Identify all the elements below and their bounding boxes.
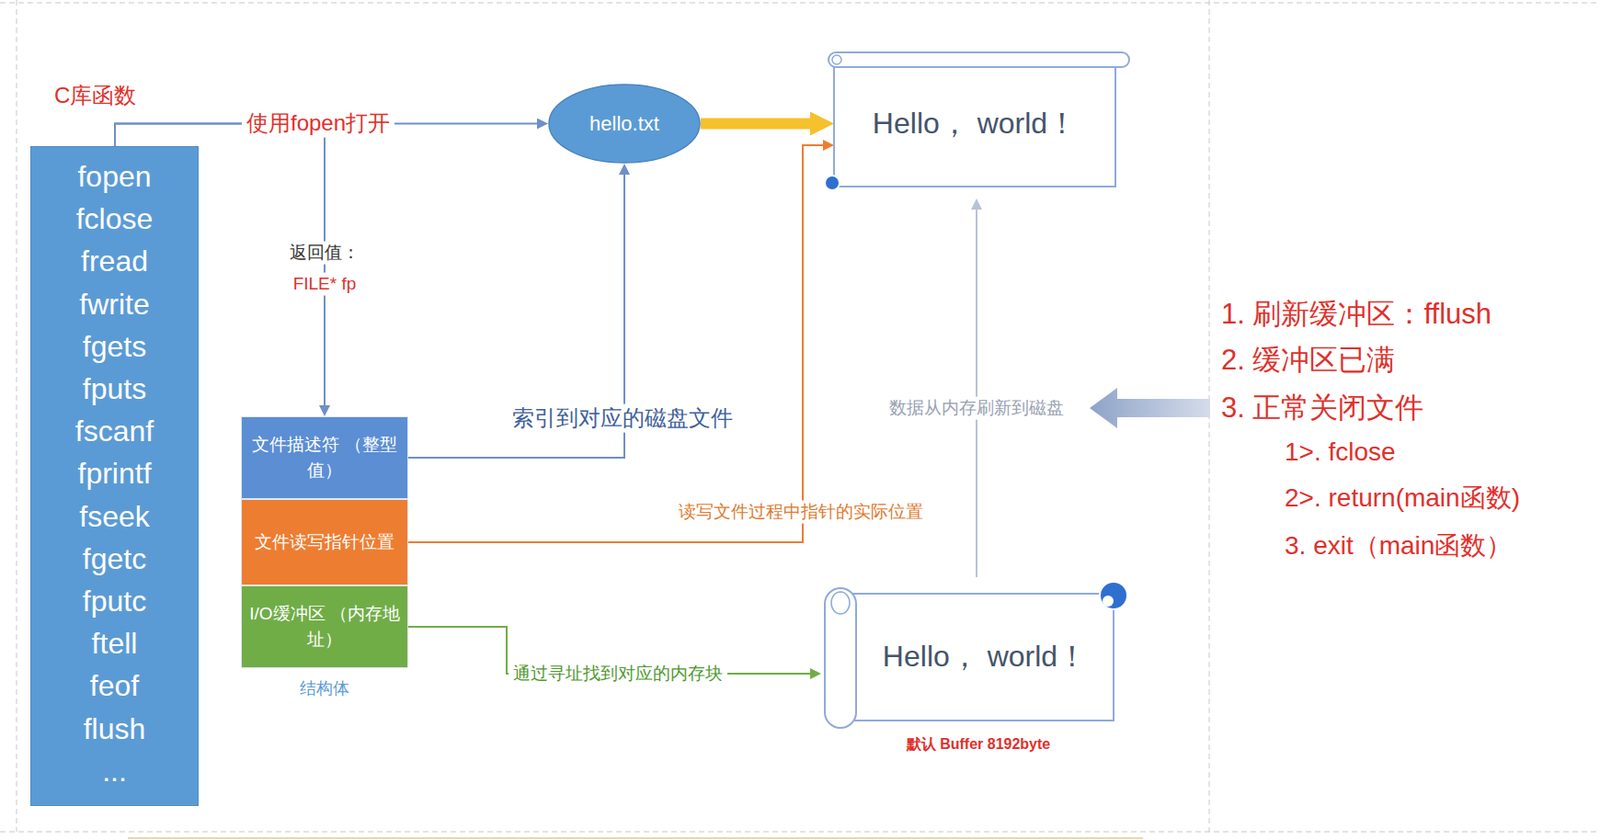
function-name: ... <box>31 754 198 789</box>
close-method: 2>. return(main函数) <box>1280 481 1524 515</box>
function-name: fseek <box>31 500 198 534</box>
connector <box>975 209 978 578</box>
field-text: 文件描述符 （整型值） <box>249 432 400 483</box>
field-text: I/O缓冲区 （内存地址） <box>249 601 400 652</box>
function-name: fwrite <box>31 287 198 321</box>
flush-condition: 1. 刷新缓冲区：fflush <box>1217 296 1496 332</box>
scroll-curl <box>1102 595 1114 607</box>
scroll-roll <box>824 588 857 729</box>
file-struct: 结构体文件描述符 （整型值）文件读写指针位置I/O缓冲区 （内存地址） <box>240 416 409 669</box>
function-name: feof <box>31 669 198 703</box>
scroll-text: Hello， world！ <box>856 595 1114 720</box>
close-method: 1>. fclose <box>1280 435 1400 469</box>
function-name: ftell <box>31 627 198 661</box>
scroll-roll <box>828 52 1130 68</box>
scroll-text: Hello， world！ <box>835 63 1114 185</box>
function-name: fgetc <box>31 542 198 576</box>
function-name: fopen <box>31 160 198 194</box>
dashed-border <box>0 2 1600 4</box>
scroll-curl <box>832 55 842 65</box>
connector <box>408 145 823 543</box>
struct-caption: 结构体 <box>240 677 409 700</box>
function-name: fscanf <box>31 414 198 448</box>
scroll-curl <box>824 175 840 191</box>
file-ellipse: hello.txt <box>548 83 701 164</box>
function-name: fprintf <box>31 457 198 491</box>
field-text: 文件读写指针位置 <box>254 529 395 556</box>
buffer-caption: 默认 Buffer 8192byte <box>821 735 1136 755</box>
close-method: 3. exit（main函数） <box>1280 529 1516 563</box>
scroll-body <box>834 61 1116 187</box>
box-heading: C库函数 <box>54 82 137 109</box>
bottom-rule <box>127 837 1143 840</box>
function-name: fread <box>31 244 198 278</box>
function-name: fgets <box>31 330 198 364</box>
edge-label: 索引到对应的磁盘文件 <box>507 404 738 434</box>
struct-field: 文件读写指针位置 <box>240 499 409 586</box>
function-name: fputs <box>31 372 198 406</box>
pointer-arrow <box>1089 388 1211 429</box>
function-list-box: C库函数fopenfclosefreadfwritefgetsfputsfsca… <box>30 146 199 807</box>
function-name: flush <box>31 712 198 746</box>
flush-condition: 2. 缓冲区已满 <box>1217 342 1399 378</box>
disk-scroll: Hello， world！ <box>821 48 1133 199</box>
edge-label: 使用fopen打开 <box>241 109 395 138</box>
scroll-curl <box>831 592 850 615</box>
ellipse-outline <box>548 84 700 163</box>
buffer-scroll: Hello， world！ 默认 Buffer 8192byte <box>821 577 1136 762</box>
edge-label: 数据从内存刷新到磁盘 <box>884 397 1069 421</box>
edge-label: 返回值： <box>285 241 365 265</box>
function-name: fputc <box>31 584 198 618</box>
file-name: hello.txt <box>548 83 701 164</box>
return-type: FILE* fp <box>289 273 361 297</box>
edge-label: 读写文件过程中指针的实际位置 <box>674 501 928 525</box>
struct-field: I/O缓冲区 （内存地址） <box>240 585 409 669</box>
scroll-curl <box>1099 582 1128 610</box>
edge-label: 通过寻址找到对应的内存块 <box>508 662 728 686</box>
scroll-body <box>841 594 1114 721</box>
function-name: fclose <box>31 202 198 236</box>
dashed-border <box>0 832 1600 834</box>
connector <box>700 118 811 130</box>
flush-condition: 3. 正常关闭文件 <box>1217 389 1428 426</box>
struct-field: 文件描述符 （整型值） <box>240 416 409 500</box>
dashed-border <box>16 0 18 833</box>
